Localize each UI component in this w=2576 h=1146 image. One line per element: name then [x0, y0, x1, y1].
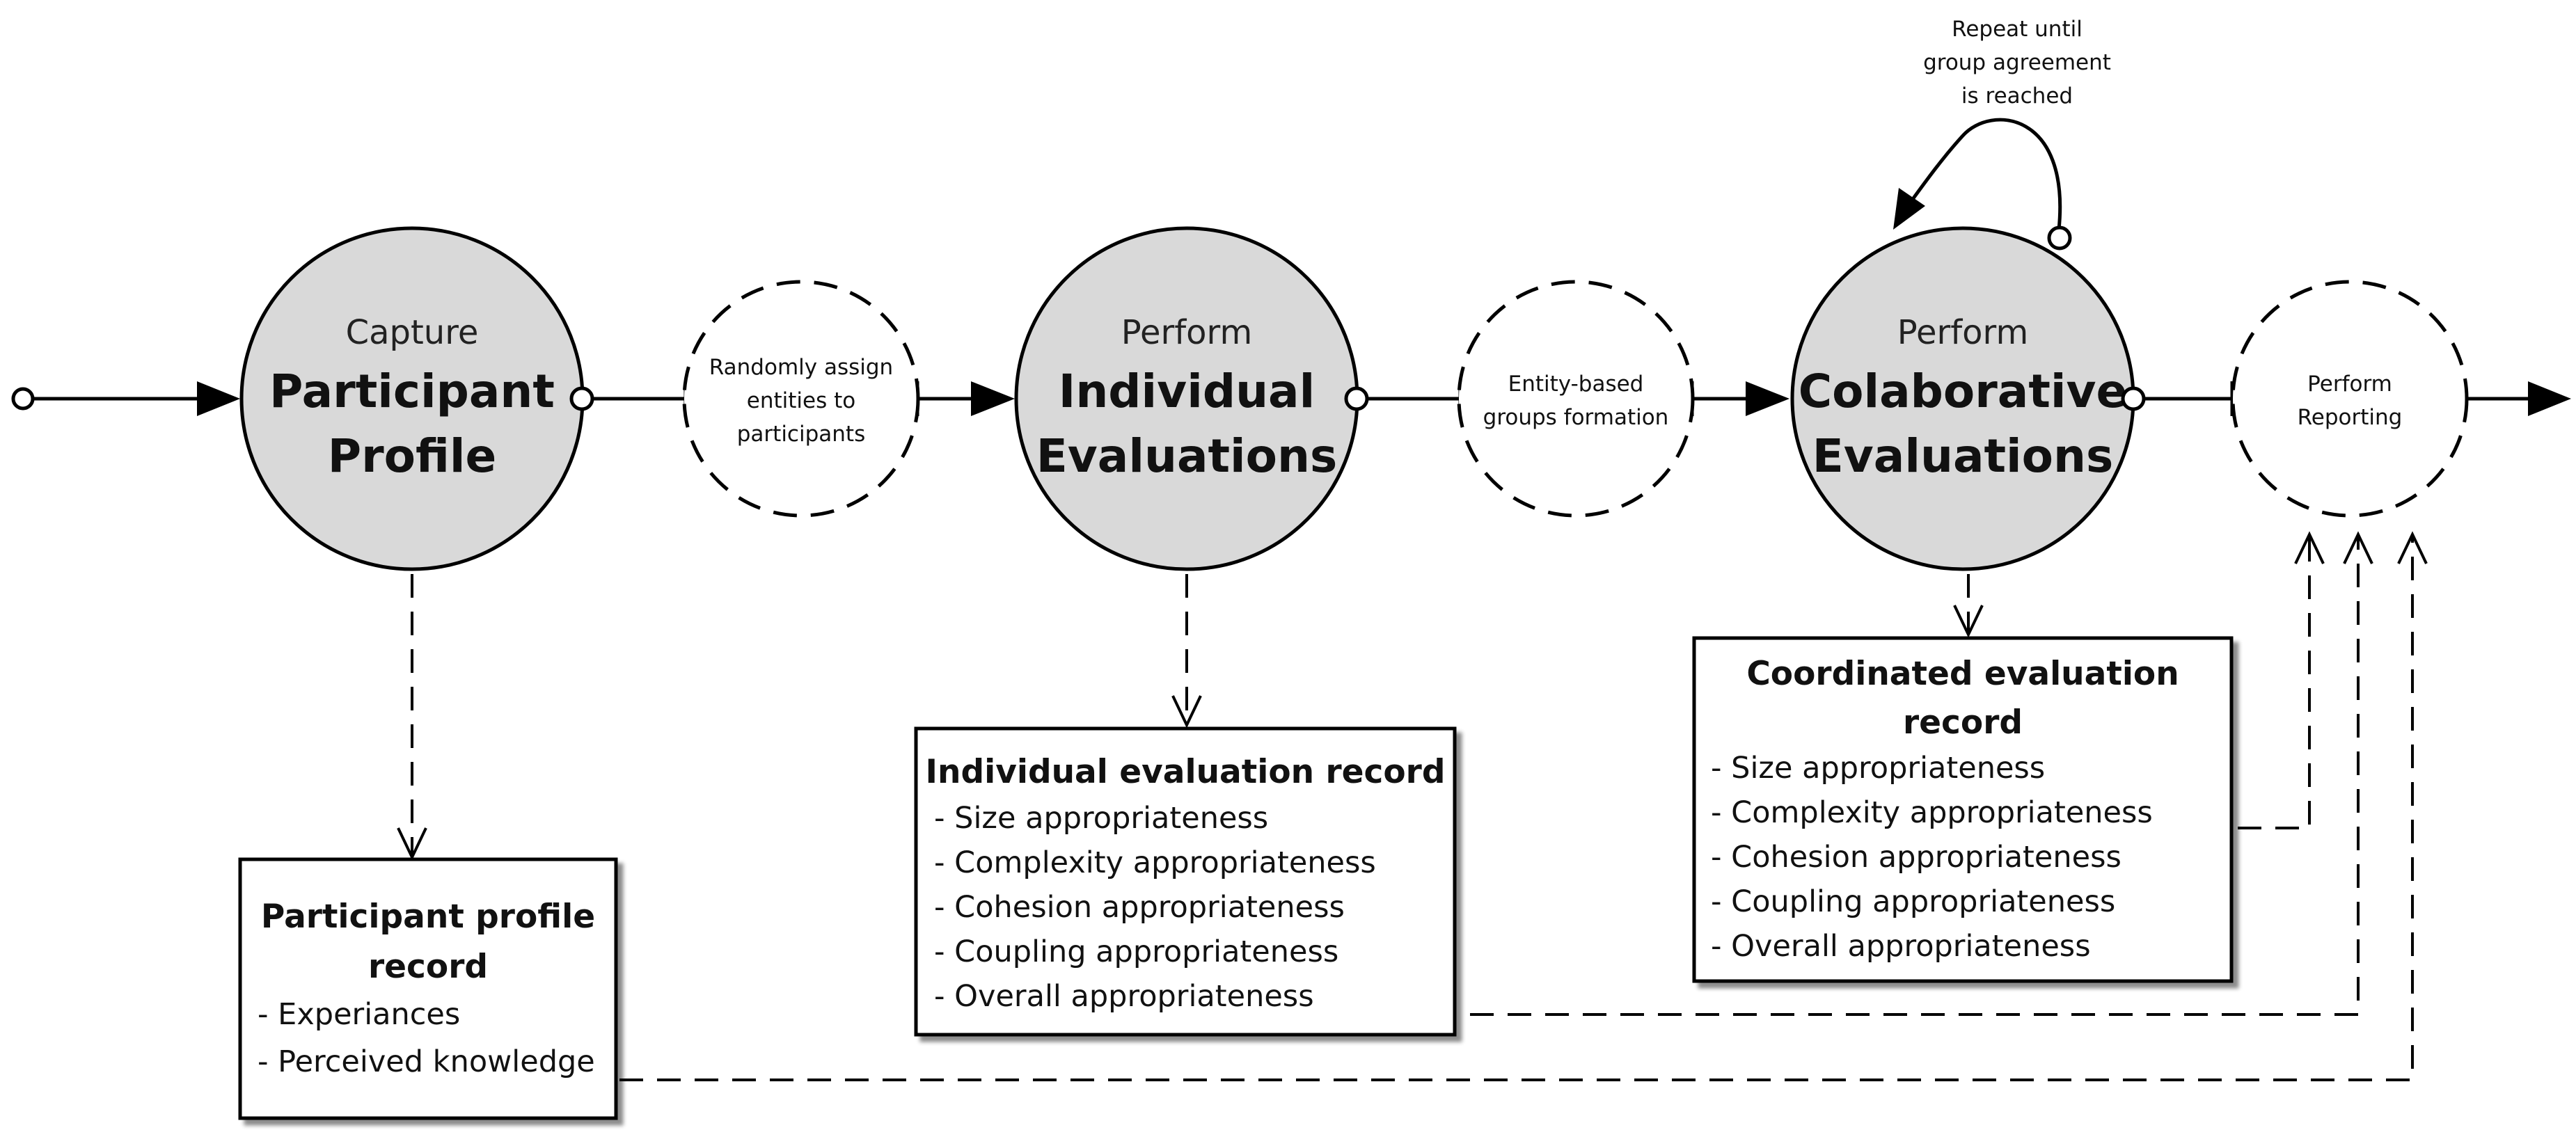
- coordinated-record-item: - Coupling appropriateness: [1711, 884, 2115, 919]
- profile-record-item: - Experiances: [258, 997, 460, 1032]
- process-individual-evaluations: Perform Individual Evaluations: [1014, 226, 1359, 571]
- individual-record-item: - Complexity appropriateness: [934, 845, 1376, 880]
- groups-line1: Entity-based: [1508, 372, 1644, 397]
- coordinated-record-item: - Complexity appropriateness: [1711, 795, 2153, 830]
- reporting-line1: Perform: [2307, 372, 2392, 397]
- coordinated-record-title-line2: record: [1903, 703, 2023, 742]
- start-node: [11, 387, 35, 411]
- record-coordinated-evaluation: Coordinated evaluation record - Size app…: [1692, 636, 2234, 983]
- record-participant-profile: Participant profile record - Experiances…: [238, 857, 618, 1120]
- loop-note-line2: group agreement: [1923, 50, 2111, 75]
- individual-record-item: - Overall appropriateness: [934, 979, 1314, 1014]
- connector-arrowheads: [397, 531, 2428, 861]
- process-collaborative-evaluations: Perform Colaborative Evaluations: [1790, 226, 2135, 571]
- step-groups-formation: Entity-based groups formation: [1457, 280, 1695, 518]
- loop-note-line3: is reached: [1961, 83, 2073, 109]
- profile-record-item: - Perceived knowledge: [258, 1044, 595, 1079]
- profile-record-title-line1: Participant profile: [261, 898, 595, 936]
- individual-record-item: - Size appropriateness: [934, 801, 1268, 836]
- coordinated-record-item: - Overall appropriateness: [1711, 929, 2091, 964]
- connector-individual-record-to-reporting: [1470, 536, 2360, 1016]
- connector-coordinated-record-to-reporting: [2238, 536, 2311, 829]
- assign-line1: Randomly assign: [709, 355, 893, 380]
- collaborative-title-line1: Colaborative: [1799, 365, 2128, 418]
- collaborative-label: Perform: [1897, 313, 2028, 352]
- capture-title-line2: Profile: [328, 429, 497, 483]
- coordinated-record-title-line1: Coordinated evaluation: [1746, 655, 2179, 693]
- step-assign-entities: Randomly assign entities to participants: [682, 280, 920, 518]
- capture-output-port: [569, 386, 594, 411]
- collaborative-output-port: [2121, 386, 2146, 411]
- coordinated-record-item: - Size appropriateness: [1711, 751, 2045, 786]
- individual-record-item: - Cohesion appropriateness: [934, 890, 1345, 925]
- assign-line3: participants: [737, 422, 865, 447]
- coordinated-record-item: - Cohesion appropriateness: [1711, 840, 2121, 875]
- individual-title-line2: Evaluations: [1036, 429, 1338, 483]
- assign-line2: entities to: [747, 388, 855, 413]
- step-perform-reporting: Perform Reporting: [2231, 280, 2469, 518]
- capture-label: Capture: [346, 313, 479, 352]
- individual-record-item: - Coupling appropriateness: [934, 934, 1338, 969]
- record-individual-evaluation: Individual evaluation record - Size appr…: [914, 726, 1457, 1037]
- groups-line2: groups formation: [1483, 405, 1669, 430]
- repeat-loop: Repeat until group agreement is reached: [1893, 17, 2111, 250]
- individual-output-port: [1344, 386, 1369, 411]
- data-connectors: [411, 536, 2414, 1081]
- process-capture-profile: Capture Participant Profile: [239, 226, 585, 571]
- individual-title-line1: Individual: [1059, 365, 1315, 418]
- connector-profile-record-to-reporting: [619, 536, 2414, 1081]
- profile-record-title-line2: record: [368, 948, 488, 986]
- reporting-line2: Reporting: [2298, 405, 2403, 430]
- individual-label: Perform: [1121, 313, 1252, 352]
- individual-record-title: Individual evaluation record: [926, 753, 1446, 791]
- collaborative-title-line2: Evaluations: [1812, 429, 2114, 483]
- loop-note-line1: Repeat until: [1952, 17, 2083, 42]
- loop-port: [2047, 225, 2072, 250]
- capture-title-line1: Participant: [269, 365, 555, 418]
